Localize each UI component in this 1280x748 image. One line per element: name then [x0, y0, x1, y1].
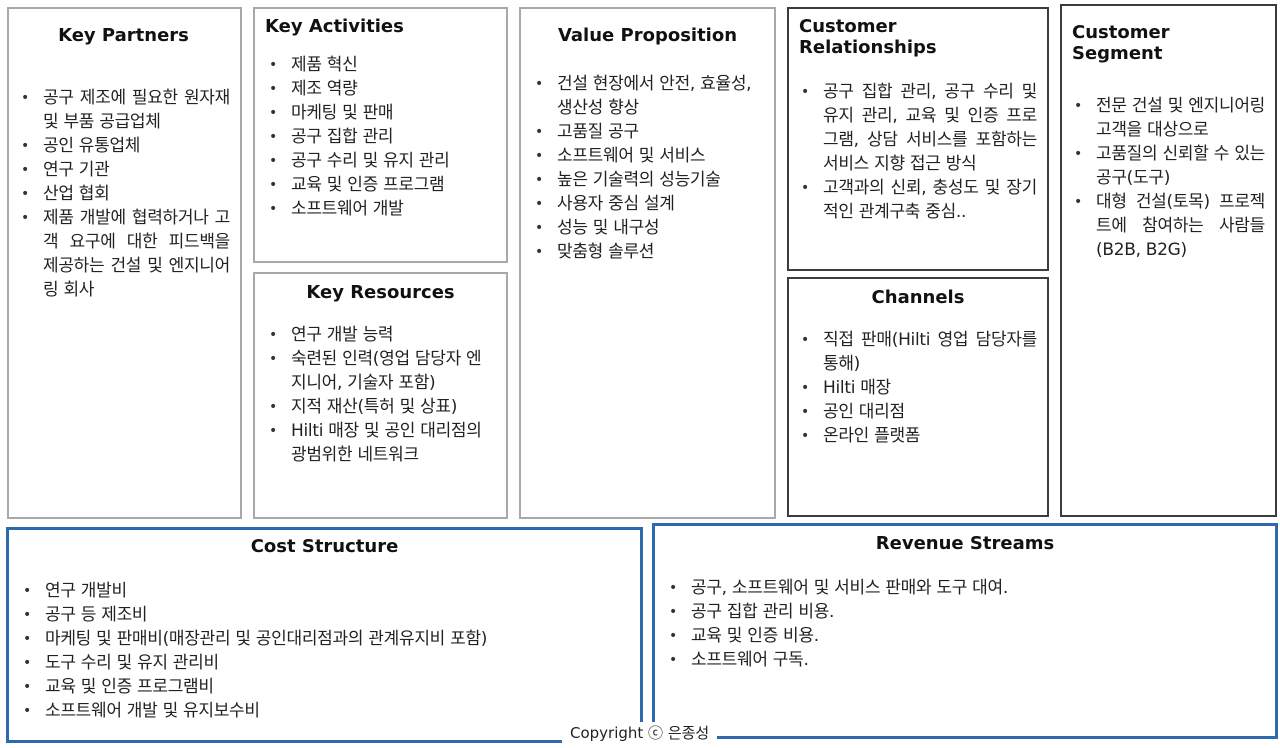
list-item: 도구 수리 및 유지 관리비	[23, 651, 630, 675]
list-item: 마케팅 및 판매	[269, 101, 496, 125]
list-item: 사용자 중심 설계	[535, 192, 764, 216]
channels-box: Channels 직접 판매(Hilti 영업 담당자를 통해)Hilti 매장…	[787, 277, 1049, 517]
list-item: 온라인 플랫폼	[801, 424, 1037, 448]
list-item: 고품질의 신뢰할 수 있는 공구(도구)	[1074, 142, 1265, 190]
value-proposition-box: Value Proposition 건설 현장에서 안전, 효율성, 생산성 향…	[519, 7, 776, 519]
cost-structure-title: Cost Structure	[250, 536, 399, 557]
cost-structure-box: Cost Structure 연구 개발비공구 등 제조비마케팅 및 판매비(매…	[6, 527, 643, 743]
revenue-streams-list: 공구, 소프트웨어 및 서비스 판매와 도구 대여.공구 집합 관리 비용.교육…	[665, 576, 1265, 672]
list-item: 교육 및 인증 프로그램	[269, 173, 496, 197]
copyright-text: Copyright ⓒ 은종성	[562, 722, 718, 743]
key-partners-list: 공구 제조에 필요한 원자재 및 부품 공급업체공인 유통업체연구 기관산업 협…	[17, 86, 230, 302]
key-resources-box: Key Resources 연구 개발 능력숙련된 인력(영업 담당자 엔지니어…	[253, 272, 508, 519]
list-item: Hilti 매장 및 공인 대리점의 광범위한 네트워크	[269, 419, 496, 467]
list-item: 숙련된 인력(영업 담당자 엔지니어, 기술자 포함)	[269, 347, 496, 395]
list-item: 고품질 공구	[535, 120, 764, 144]
list-item: 공구 수리 및 유지 관리	[269, 149, 496, 173]
key-partners-title: Key Partners	[58, 25, 189, 46]
customer-relationships-title: Customer Relationships	[799, 16, 937, 58]
list-item: 산업 협회	[21, 182, 230, 206]
list-item: 공인 대리점	[801, 400, 1037, 424]
list-item: 소프트웨어 구독.	[669, 648, 1265, 672]
list-item: 제조 역량	[269, 77, 496, 101]
list-item: 연구 개발비	[23, 579, 630, 603]
key-partners-box: Key Partners 공구 제조에 필요한 원자재 및 부품 공급업체공인 …	[7, 7, 242, 519]
list-item: 대형 건설(토목) 프로젝트에 참여하는 사람들(B2B, B2G)	[1074, 190, 1265, 262]
value-proposition-title: Value Proposition	[557, 25, 738, 46]
list-item: 고객과의 신뢰, 충성도 및 장기적인 관계구축 중심..	[801, 176, 1037, 224]
channels-list: 직접 판매(Hilti 영업 담당자를 통해)Hilti 매장공인 대리점온라인…	[799, 328, 1037, 448]
list-item: 연구 기관	[21, 158, 230, 182]
customer-segment-list: 전문 건설 및 엔지니어링 고객을 대상으로고품질의 신뢰할 수 있는 공구(도…	[1072, 94, 1265, 262]
list-item: 교육 및 인증 비용.	[669, 624, 1265, 648]
list-item: 공구 집합 관리 비용.	[669, 600, 1265, 624]
list-item: 공구 제조에 필요한 원자재 및 부품 공급업체	[21, 86, 230, 134]
customer-segment-box: Customer Segment 전문 건설 및 엔지니어링 고객을 대상으로고…	[1060, 4, 1277, 517]
customer-segment-title: Customer Segment	[1072, 22, 1170, 64]
list-item: 제품 개발에 협력하거나 고객 요구에 대한 피드백을 제공하는 건설 및 엔지…	[21, 206, 230, 302]
list-item: 교육 및 인증 프로그램비	[23, 675, 630, 699]
list-item: 공인 유통업체	[21, 134, 230, 158]
customer-relationships-box: Customer Relationships 공구 집합 관리, 공구 수리 및…	[787, 7, 1049, 271]
list-item: 성능 및 내구성	[535, 216, 764, 240]
list-item: 높은 기술력의 성능기술	[535, 168, 764, 192]
list-item: 맞춤형 솔루션	[535, 240, 764, 264]
key-activities-box: Key Activities 제품 혁신제조 역량마케팅 및 판매공구 집합 관…	[253, 7, 508, 263]
value-proposition-list: 건설 현장에서 안전, 효율성, 생산성 향상고품질 공구소프트웨어 및 서비스…	[531, 72, 764, 264]
list-item: 전문 건설 및 엔지니어링 고객을 대상으로	[1074, 94, 1265, 142]
key-resources-list: 연구 개발 능력숙련된 인력(영업 담당자 엔지니어, 기술자 포함)지적 재산…	[265, 323, 496, 467]
cost-structure-list: 연구 개발비공구 등 제조비마케팅 및 판매비(매장관리 및 공인대리점과의 관…	[19, 579, 630, 723]
revenue-streams-title: Revenue Streams	[875, 533, 1055, 554]
list-item: 지적 재산(특허 및 상표)	[269, 395, 496, 419]
key-activities-list: 제품 혁신제조 역량마케팅 및 판매공구 집합 관리공구 수리 및 유지 관리교…	[265, 53, 496, 221]
list-item: 공구 집합 관리, 공구 수리 및 유지 관리, 교육 및 인증 프로그램, 상…	[801, 80, 1037, 176]
list-item: 공구 집합 관리	[269, 125, 496, 149]
list-item: 소프트웨어 개발	[269, 197, 496, 221]
list-item: 마케팅 및 판매비(매장관리 및 공인대리점과의 관계유지비 포함)	[23, 627, 630, 651]
channels-title: Channels	[871, 287, 965, 308]
list-item: 건설 현장에서 안전, 효율성, 생산성 향상	[535, 72, 764, 120]
list-item: Hilti 매장	[801, 376, 1037, 400]
list-item: 소프트웨어 개발 및 유지보수비	[23, 699, 630, 723]
list-item: 직접 판매(Hilti 영업 담당자를 통해)	[801, 328, 1037, 376]
list-item: 공구, 소프트웨어 및 서비스 판매와 도구 대여.	[669, 576, 1265, 600]
revenue-streams-box: Revenue Streams 공구, 소프트웨어 및 서비스 판매와 도구 대…	[652, 523, 1278, 739]
key-activities-title: Key Activities	[265, 16, 404, 37]
list-item: 소프트웨어 및 서비스	[535, 144, 764, 168]
list-item: 제품 혁신	[269, 53, 496, 77]
list-item: 연구 개발 능력	[269, 323, 496, 347]
key-resources-title: Key Resources	[306, 282, 455, 303]
list-item: 공구 등 제조비	[23, 603, 630, 627]
customer-relationships-list: 공구 집합 관리, 공구 수리 및 유지 관리, 교육 및 인증 프로그램, 상…	[799, 80, 1037, 224]
